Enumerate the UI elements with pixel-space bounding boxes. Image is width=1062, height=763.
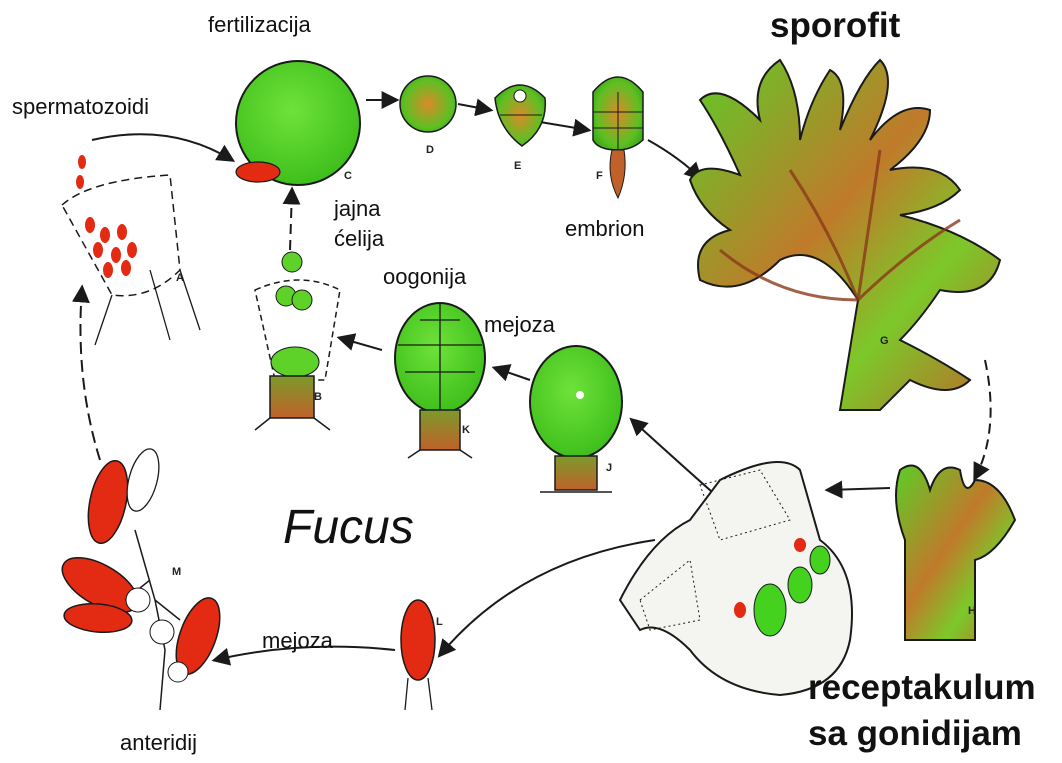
label-fertilization: fertilizacija (208, 12, 311, 38)
label-sporophyte: sporofit (770, 6, 900, 46)
stage-k-oogonium-eggs (395, 303, 485, 458)
stage-letter-a: A (176, 272, 184, 284)
label-antheridia: anteridij (120, 730, 197, 756)
stage-a-antheridium (62, 155, 200, 345)
stage-h-fertile-branch (896, 466, 1015, 641)
arrow-f-to-g (648, 140, 700, 178)
stage-c-fertilized-egg (236, 61, 360, 185)
label-receptacle-line2: sa gonidijam (808, 714, 1022, 754)
label-embryo: embrion (565, 216, 644, 242)
label-receptacle-line1: receptakulum (808, 668, 1036, 708)
stage-letter-g: G (880, 335, 889, 347)
label-oogonium: oogonija (383, 264, 466, 290)
stage-d-zygote (400, 76, 456, 132)
stage-b-egg-release (255, 252, 340, 430)
label-egg-cell-line1: jajna (334, 196, 380, 222)
arrow-spermatozoids-to-egg (92, 134, 232, 160)
stage-letter-k: K (462, 424, 470, 436)
stage-e-embryo (495, 85, 545, 146)
arrow-d-to-e (458, 104, 490, 110)
stage-letter-c: C (344, 170, 352, 182)
stage-letter-b: B (314, 391, 322, 403)
stage-letter-d: D (426, 144, 434, 156)
stage-letter-l: L (436, 616, 443, 628)
label-egg-cell-line2: ćelija (334, 226, 384, 252)
arrow-egg-up (290, 190, 292, 250)
diagram-title: Fucus (283, 500, 414, 555)
arrow-h-to-receptacle (828, 488, 890, 490)
stage-letter-e: E (514, 160, 521, 172)
arrow-g-to-h (975, 360, 991, 478)
stage-letter-j: J (606, 462, 612, 474)
arrow-k-to-b (340, 338, 382, 350)
label-spermatozoids: spermatozoidi (12, 94, 149, 120)
arrow-m-to-a (80, 288, 100, 460)
stage-l-antheridium (401, 600, 435, 710)
stage-letter-m: M (172, 566, 181, 578)
arrow-j-to-k (495, 368, 530, 380)
stage-letter-h: H (968, 605, 976, 617)
label-meiosis-upper: mejoza (484, 312, 555, 338)
stage-letter-f: F (596, 170, 603, 182)
arrow-e-to-f (540, 122, 588, 130)
receptacle-cross-section (620, 462, 852, 695)
label-meiosis-lower: mejoza (262, 628, 333, 654)
stage-m-antheridia-branch (54, 445, 229, 710)
stage-g-sporophyte-thallus (690, 60, 1000, 410)
